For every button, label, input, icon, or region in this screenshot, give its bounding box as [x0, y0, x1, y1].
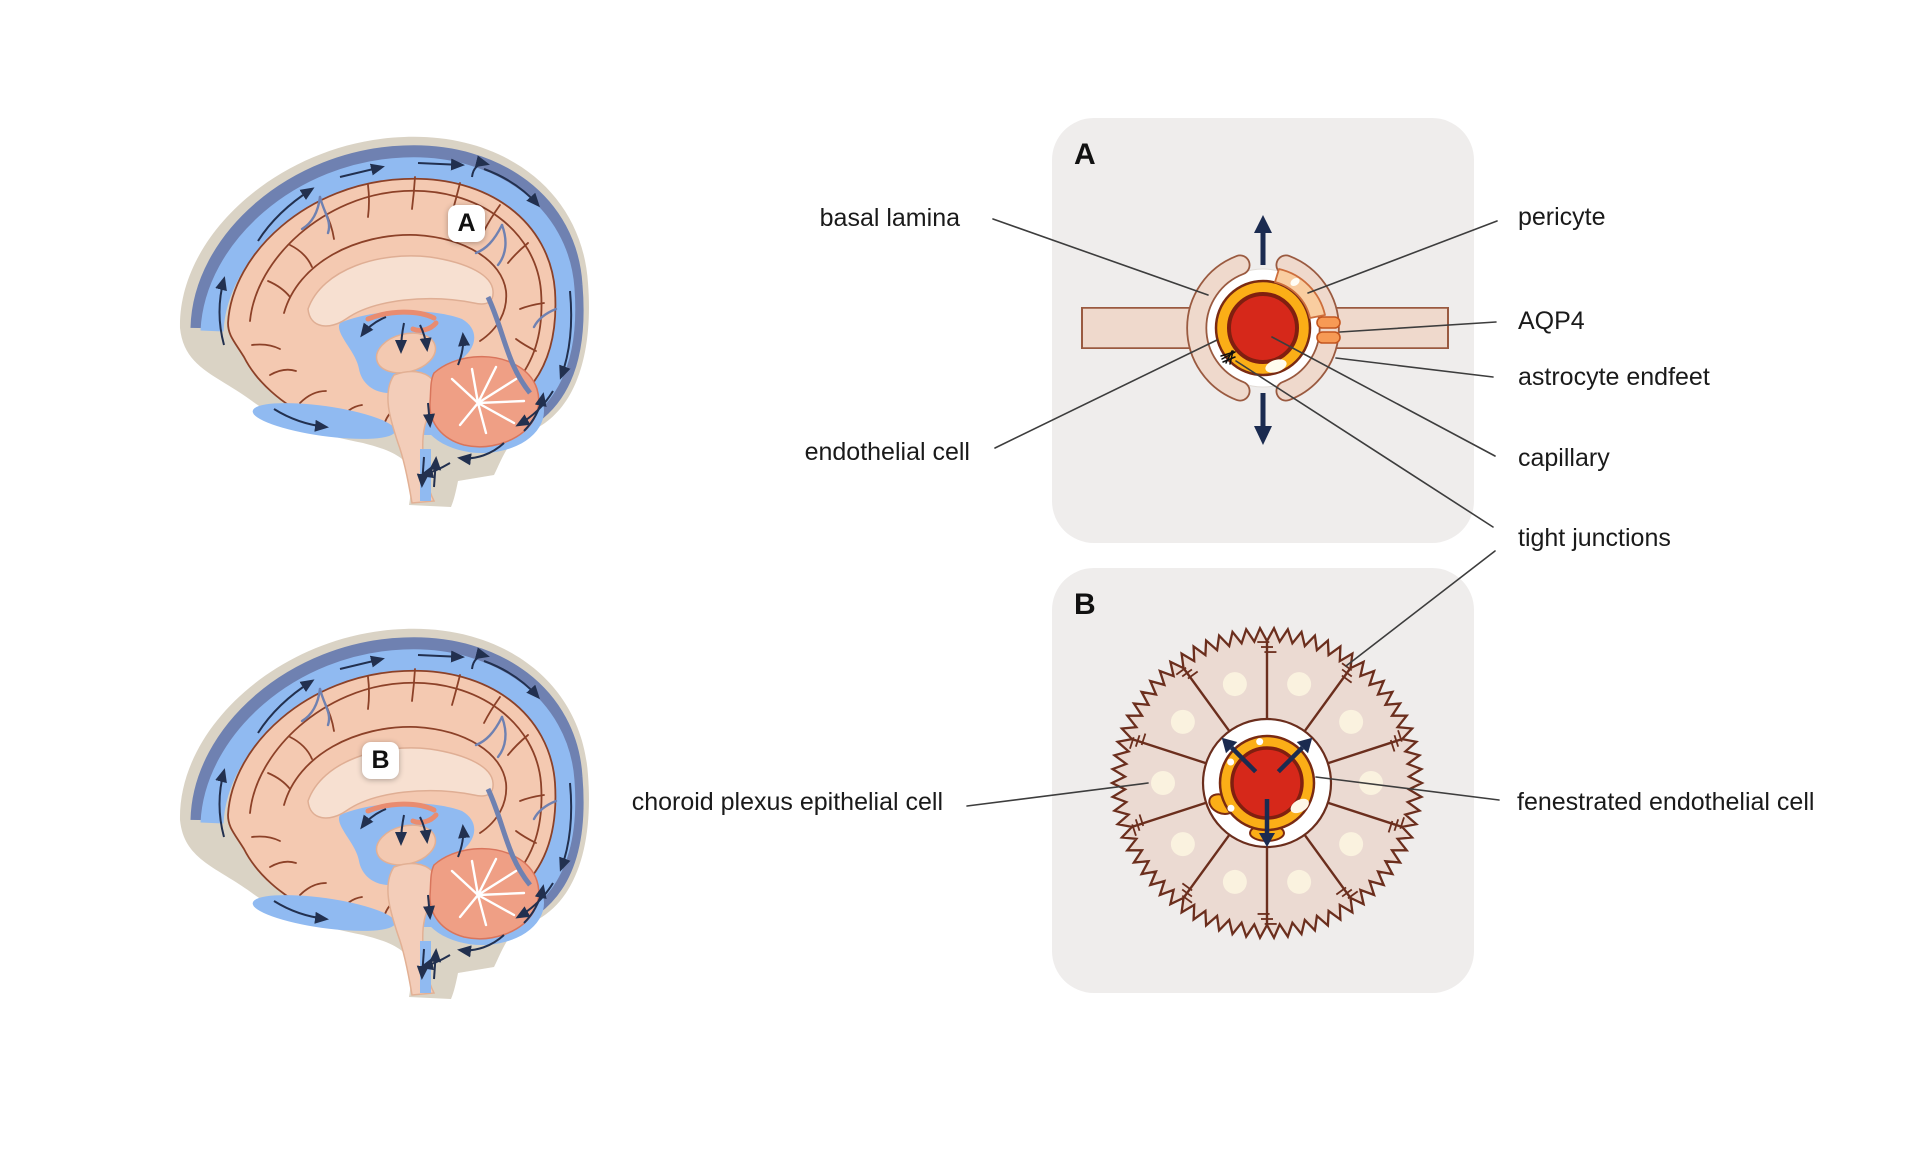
tight-junction-mark — [1187, 670, 1199, 680]
brain-marker-b-letter: B — [371, 746, 390, 774]
fenestration — [1227, 758, 1235, 766]
epithelial-nucleus — [1222, 672, 1247, 697]
panel-a-blood-brain-barrier — [1052, 118, 1474, 543]
tight-junction-mark — [1393, 734, 1400, 747]
panel-b-letter: B — [1074, 588, 1096, 621]
tight-junction-mark — [1347, 890, 1359, 900]
capillary-lumen — [1227, 292, 1299, 364]
tight-junction-mark — [1140, 733, 1147, 746]
tight-junction-mark — [1393, 819, 1400, 832]
tight-junction-mark — [1387, 820, 1394, 833]
tight-junction-mark — [1138, 814, 1145, 827]
pericyte-nucleus-highlight — [1290, 277, 1300, 287]
tight-junction-mark — [1134, 819, 1141, 832]
brain-marker-a-letter: A — [457, 209, 476, 237]
tight-junction-mark — [1181, 882, 1193, 892]
tight-junction-mark — [1181, 668, 1193, 678]
epithelial-nucleus — [1170, 709, 1195, 734]
tight-junction-mark — [1397, 729, 1403, 742]
pericyte-crescent — [1274, 268, 1326, 319]
label-tight-junctions: tight junctions — [1518, 524, 1671, 552]
tight-junction-mark — [1181, 888, 1193, 898]
tight-junction-mark — [1335, 886, 1347, 896]
endothelial-nucleus-highlight — [1290, 798, 1309, 814]
label-fenestrated-endothelial-cell: fenestrated endothelial cell — [1517, 788, 1815, 816]
tight-junction-mark — [1220, 350, 1236, 365]
tight-junction-mark — [1129, 736, 1135, 749]
fenestration — [1256, 738, 1264, 746]
label-choroid-plexus-epithelial-cell: choroid plexus epithelial cell — [631, 788, 943, 816]
tight-junction-mark — [1389, 739, 1396, 752]
choroid-plexus-wheel — [1109, 625, 1425, 941]
secretion-arrow-head — [1259, 833, 1275, 847]
brain-marker-a: A — [448, 205, 485, 242]
panel-a-letter: A — [1074, 138, 1096, 171]
brain-marker-b: B — [362, 742, 399, 779]
epithelial-nucleus — [1359, 771, 1383, 795]
label-capillary: capillary — [1518, 444, 1610, 472]
label-endothelial-cell: endothelial cell — [804, 438, 970, 466]
tight-junction-mark — [1134, 734, 1141, 747]
brain-illustration-a — [172, 115, 592, 510]
epithelial-nucleus — [1151, 771, 1175, 795]
epithelial-nucleus — [1287, 869, 1312, 894]
epithelial-nucleus — [1339, 709, 1364, 734]
epithelial-nucleus — [1339, 832, 1364, 857]
tight-junction-mark — [1399, 817, 1405, 830]
label-pericyte: pericyte — [1518, 203, 1606, 231]
label-basal-lamina: basal lamina — [819, 204, 960, 232]
epithelial-nucleus — [1287, 672, 1312, 697]
brain-illustration-b — [172, 607, 592, 1002]
tight-junction-mark — [1341, 674, 1353, 684]
tight-junction-mark — [1181, 894, 1193, 904]
tight-junction-mark — [1341, 888, 1353, 898]
epithelial-nucleus — [1222, 869, 1247, 894]
label-aqp4: AQP4 — [1518, 307, 1585, 335]
secretion-arrow-head — [1296, 737, 1313, 754]
capillary-cross-section-diagram — [1081, 215, 1449, 445]
label-astrocyte-endfeet: astrocyte endfeet — [1518, 363, 1710, 391]
tight-junction-mark — [1175, 666, 1187, 676]
secretion-arrow-shaft — [1276, 746, 1304, 774]
tight-junction-mark — [1131, 824, 1137, 837]
choroid-plexus-diagram — [1109, 625, 1425, 941]
secretion-arrow-head — [1221, 737, 1238, 754]
fenestration — [1227, 804, 1235, 812]
panel-b-choroid-plexus — [1052, 568, 1474, 993]
tight-junction-mark — [1341, 668, 1353, 678]
epithelial-nucleus — [1170, 832, 1195, 857]
secretion-arrow-shaft — [1230, 746, 1258, 774]
